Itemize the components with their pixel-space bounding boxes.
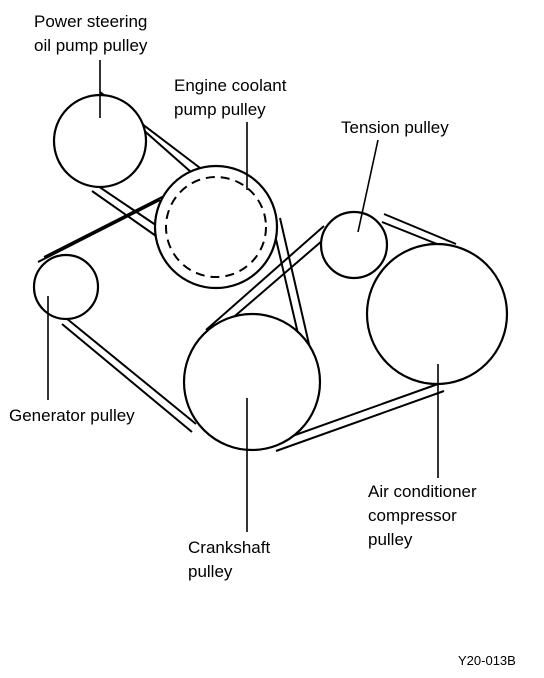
label-tension: Tension pulley <box>341 116 449 140</box>
tension-pulley <box>319 210 389 280</box>
generator-pulley <box>32 253 100 321</box>
label-coolant: Engine coolant pump pulley <box>174 74 286 122</box>
label-power-steering: Power steering oil pump pulley <box>34 10 147 58</box>
label-crankshaft: Crankshaft pulley <box>188 536 270 584</box>
label-air-conditioner: Air conditioner compressor pulley <box>368 480 477 552</box>
label-tension-line1: Tension pulley <box>341 118 449 137</box>
label-coolant-line1: Engine coolant <box>174 76 287 95</box>
label-generator: Generator pulley <box>9 404 135 428</box>
crankshaft-pulley <box>182 312 322 452</box>
coolant-pump-inner-outline <box>165 176 267 278</box>
label-air-conditioner-line2: compressor <box>368 506 457 525</box>
figure-code: Y20-013B <box>458 653 516 668</box>
label-air-conditioner-line3: pulley <box>368 530 413 549</box>
label-air-conditioner-line1: Air conditioner <box>368 482 477 501</box>
label-crankshaft-line2: pulley <box>188 562 233 581</box>
label-crankshaft-line1: Crankshaft <box>188 538 271 557</box>
leader-tension <box>357 139 379 233</box>
label-coolant-line2: pump pulley <box>174 100 266 119</box>
label-power-steering-line2: oil pump pulley <box>34 36 148 55</box>
label-power-steering-line1: Power steering <box>34 12 148 31</box>
label-generator-line1: Generator pulley <box>9 406 135 425</box>
air-conditioner-pulley <box>365 242 509 386</box>
coolant-pump-pulley <box>153 164 279 290</box>
